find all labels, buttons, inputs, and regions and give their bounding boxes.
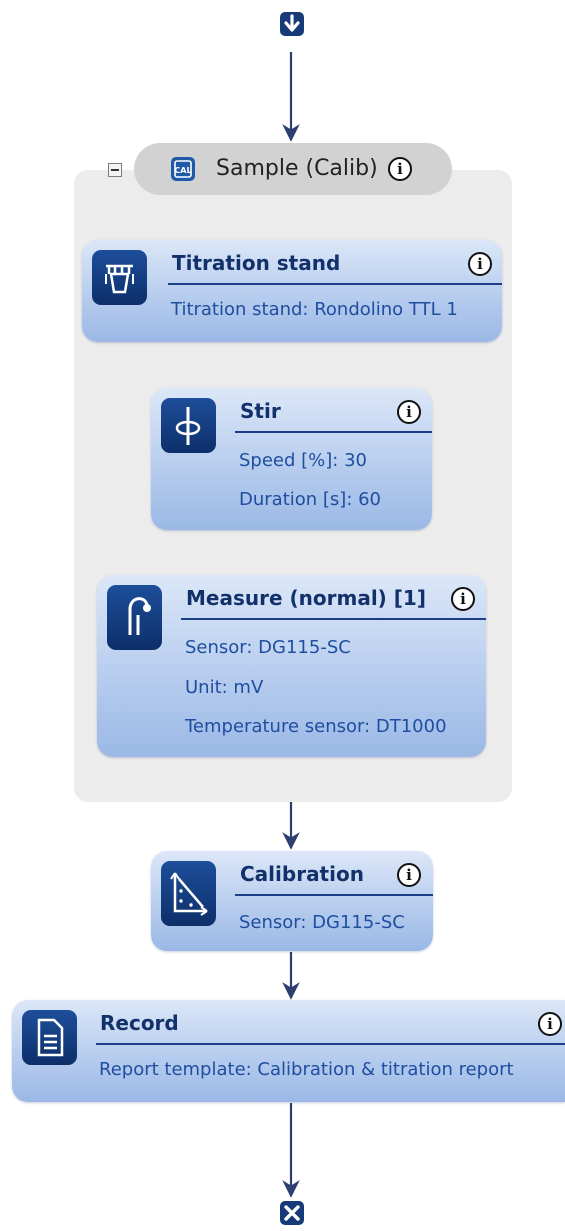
node-param: Temperature sensor: DT1000	[185, 716, 447, 737]
node-param: Sensor: DG115-SC	[239, 912, 405, 933]
stirrer-icon	[161, 398, 216, 453]
title-divider	[168, 283, 502, 285]
close-icon	[284, 1205, 300, 1221]
node-title: Calibration	[240, 862, 364, 886]
group-title: Sample (Calib)	[216, 156, 378, 181]
titration-stand-icon	[92, 250, 147, 305]
node-param: Report template: Calibration & titration…	[99, 1059, 514, 1080]
node-param: Duration [s]: 60	[239, 489, 382, 510]
node-title: Measure (normal) [1]	[186, 586, 426, 610]
title-divider	[235, 431, 432, 433]
node-record[interactable]: Record i Report template: Calibration & …	[12, 1000, 565, 1102]
group-info-icon[interactable]: i	[388, 157, 412, 181]
title-divider	[181, 618, 486, 620]
node-stir[interactable]: Stir i Speed [%]: 30 Duration [s]: 60	[151, 388, 432, 530]
node-calibration[interactable]: Calibration i Sensor: DG115-SC	[151, 851, 433, 951]
calibration-curve-icon	[161, 861, 216, 926]
node-title: Record	[100, 1011, 179, 1035]
calibration-sample-icon: CAL	[168, 154, 198, 184]
info-icon[interactable]: i	[451, 587, 475, 611]
arrow-down-icon	[284, 14, 300, 32]
start-icon[interactable]	[280, 12, 304, 36]
info-icon[interactable]: i	[538, 1012, 562, 1036]
node-measure[interactable]: Measure (normal) [1] i Sensor: DG115-SC …	[97, 575, 486, 757]
collapse-toggle[interactable]	[108, 163, 122, 177]
document-icon	[22, 1010, 77, 1065]
info-icon[interactable]: i	[468, 252, 492, 276]
node-param: Sensor: DG115-SC	[185, 637, 351, 658]
node-param: Titration stand: Rondolino TTL 1	[171, 299, 458, 320]
title-divider	[235, 894, 433, 896]
node-param: Unit: mV	[185, 677, 264, 698]
info-icon[interactable]: i	[397, 400, 421, 424]
node-param: Speed [%]: 30	[239, 450, 367, 471]
title-divider	[96, 1043, 565, 1045]
info-icon[interactable]: i	[397, 863, 421, 887]
svg-text:CAL: CAL	[174, 166, 191, 175]
node-title: Titration stand	[172, 251, 341, 275]
end-icon[interactable]	[280, 1201, 304, 1225]
node-title: Stir	[240, 399, 281, 423]
node-titration-stand[interactable]: Titration stand i Titration stand: Rondo…	[82, 240, 502, 342]
electrode-icon	[107, 585, 162, 650]
